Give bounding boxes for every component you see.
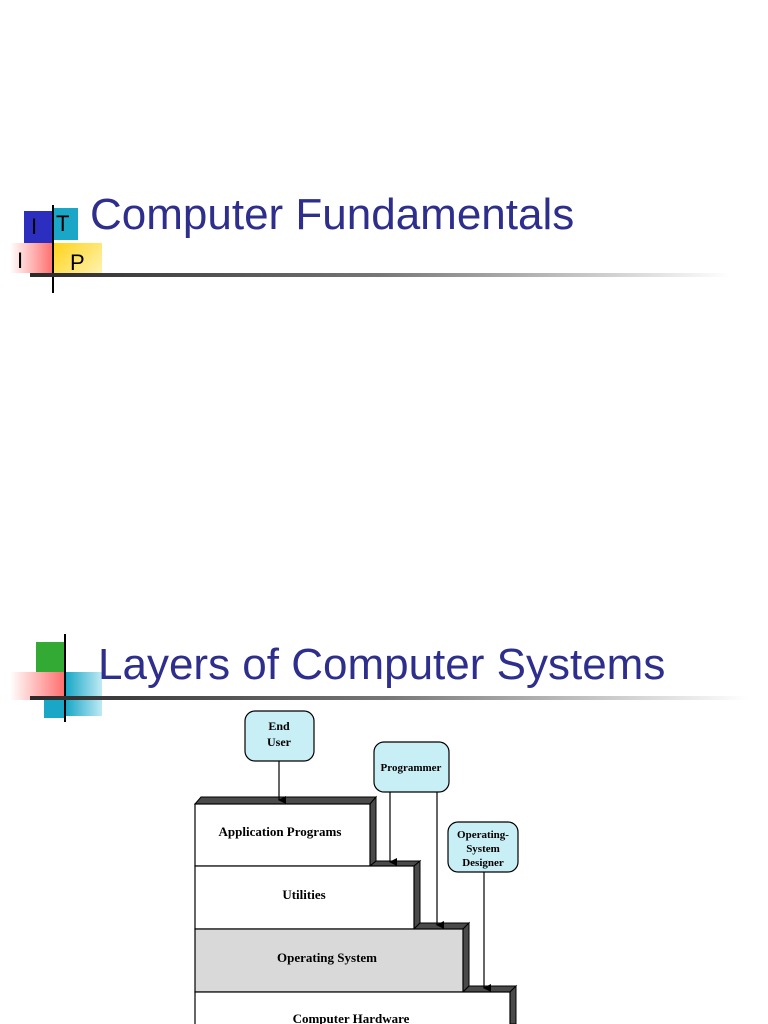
slide-computer-fundamentals [0, 0, 768, 560]
title-rule-2 [30, 696, 748, 700]
logo-cyan-square [66, 672, 102, 716]
slide-title-2: Layers of Computer Systems [98, 640, 666, 689]
logo-teal-square [52, 208, 78, 240]
logo-letter-p: P [70, 250, 85, 275]
logo-letter-i: I [31, 214, 38, 239]
slide-title: Computer Fundamentals [90, 190, 575, 239]
logo-vertical-line-2 [64, 634, 66, 722]
title-rule [30, 273, 730, 277]
logo-blue-square [24, 211, 52, 243]
logo-green-square [36, 642, 66, 676]
logo-vertical-line [52, 205, 54, 293]
logo-red-square [10, 243, 54, 273]
logo-yellow-square [54, 243, 102, 273]
logo-letter-i-2: I [17, 248, 24, 273]
slide-layers [0, 560, 768, 1024]
logo-red-square-2 [10, 672, 66, 700]
logo-letter-t: T [56, 211, 70, 236]
logo-cyan-square-2 [44, 700, 66, 718]
